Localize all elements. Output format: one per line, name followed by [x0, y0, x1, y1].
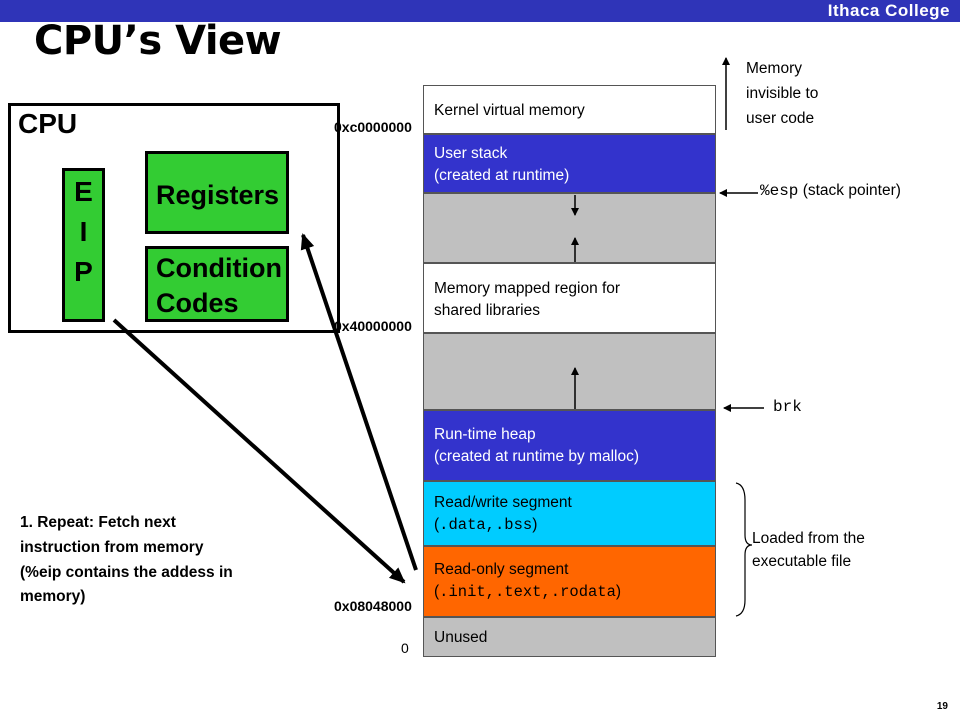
heap-label: Run-time heap [434, 426, 536, 443]
registers-label: Registers [156, 180, 280, 210]
heap-sublabel: (created at runtime by malloc) [434, 448, 640, 466]
slide-number: 19 [936, 701, 948, 712]
brk-pointer-label: brk [773, 398, 802, 416]
read-only-label: Read-only segment [434, 561, 569, 578]
user-stack-region: User stack (created at runtime) [423, 134, 716, 193]
brand-logo-text: Ithaca College [827, 1, 950, 20]
condition-codes-box: Condition Codes [145, 246, 289, 322]
fetch-address-arrow [112, 318, 406, 584]
unused-region: Unused [423, 617, 716, 657]
esp-pointer-label: %esp (stack pointer) [760, 182, 901, 200]
invisible-memory-note: Memory invisible to user code [746, 60, 819, 127]
kernel-memory-label: Kernel virtual memory [434, 102, 585, 119]
eip-register-box: E I P [62, 168, 105, 322]
slide-title: CPU’s View [34, 18, 282, 64]
read-write-label: Read/write segment [434, 494, 572, 511]
header-bar [0, 0, 960, 22]
loaded-from-executable-note: Loaded from the executable file [752, 530, 865, 571]
address-kernel-boundary: 0xc0000000 [334, 119, 412, 135]
eip-letter-p: P [74, 256, 93, 287]
registers-box: Registers [145, 151, 289, 234]
heap-gap-region [423, 333, 716, 410]
read-only-segment: Read-only segment (.init,.text,.rodata) [423, 546, 716, 617]
cpu-box [8, 103, 340, 333]
stack-gap-region [423, 193, 716, 263]
unused-label: Unused [434, 629, 488, 646]
address-shared-libs: 0x40000000 [334, 318, 412, 334]
address-program-start: 0x08048000 [334, 598, 412, 614]
mmap-label: Memory mapped region for [434, 280, 621, 297]
mmap-region: Memory mapped region for shared librarie… [423, 263, 716, 333]
read-write-sublabel: (.data,.bss) [434, 516, 538, 535]
user-stack-sublabel: (created at runtime) [434, 167, 570, 185]
read-only-sublabel: (.init,.text,.rodata) [434, 583, 622, 602]
kernel-memory-region: Kernel virtual memory [423, 85, 716, 134]
eip-letter-i: I [79, 216, 88, 247]
eip-letter-e: E [74, 176, 93, 207]
mmap-sublabel: shared libraries [434, 302, 540, 320]
address-zero: 0 [401, 640, 409, 656]
heap-region: Run-time heap (created at runtime by mal… [423, 410, 716, 481]
fetch-cycle-note: 1. Repeat: Fetch next instruction from m… [20, 514, 233, 606]
user-stack-label: User stack [434, 145, 508, 162]
fetch-data-arrow [300, 233, 418, 571]
condition-codes-line2: Codes [156, 288, 239, 319]
cpu-label: CPU [18, 108, 78, 139]
condition-codes-line1: Condition [156, 253, 282, 283]
executable-brace [735, 482, 753, 617]
read-write-segment: Read/write segment (.data,.bss) [423, 481, 716, 546]
